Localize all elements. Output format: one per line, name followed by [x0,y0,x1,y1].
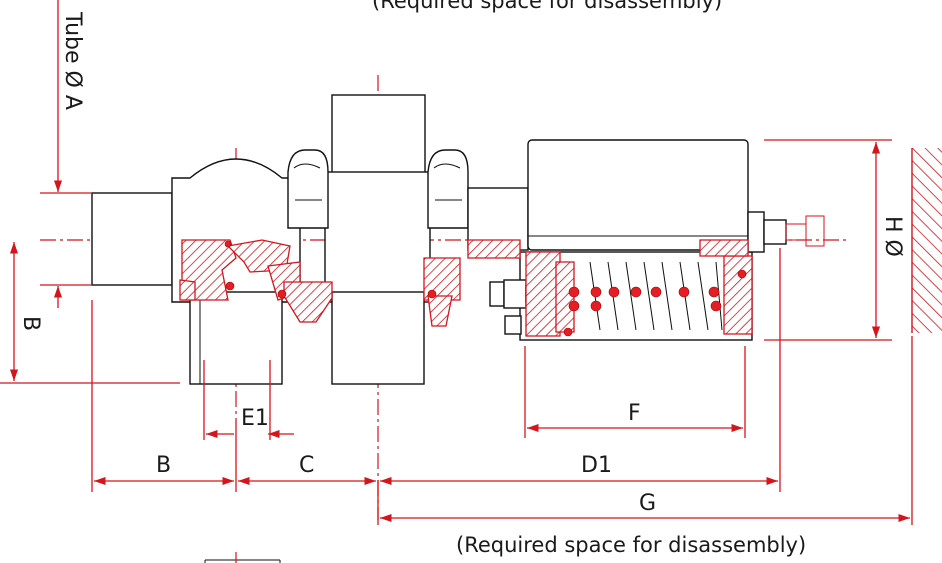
bottom-note-label: (Required space for disassembly) [456,533,806,557]
section-hatching [179,239,753,337]
g-label: G [639,491,656,516]
tube-diameter-label: Tube Ø A [60,11,85,110]
top-note-label: (Required space for disassembly) [372,0,722,13]
e1-label: E1 [241,406,269,431]
b-horizontal-label: B [156,453,171,478]
c-label: C [299,453,314,478]
d1-label: D1 [581,453,612,478]
h-diameter-label: H Ø [880,216,905,257]
extension-lines [0,139,913,525]
dimension-arrows [9,0,910,523]
b-vertical-label: B [18,316,43,331]
wall-hatch [911,148,942,333]
f-label: F [628,401,641,426]
seals [224,240,747,337]
cropped-fragment [204,552,281,563]
